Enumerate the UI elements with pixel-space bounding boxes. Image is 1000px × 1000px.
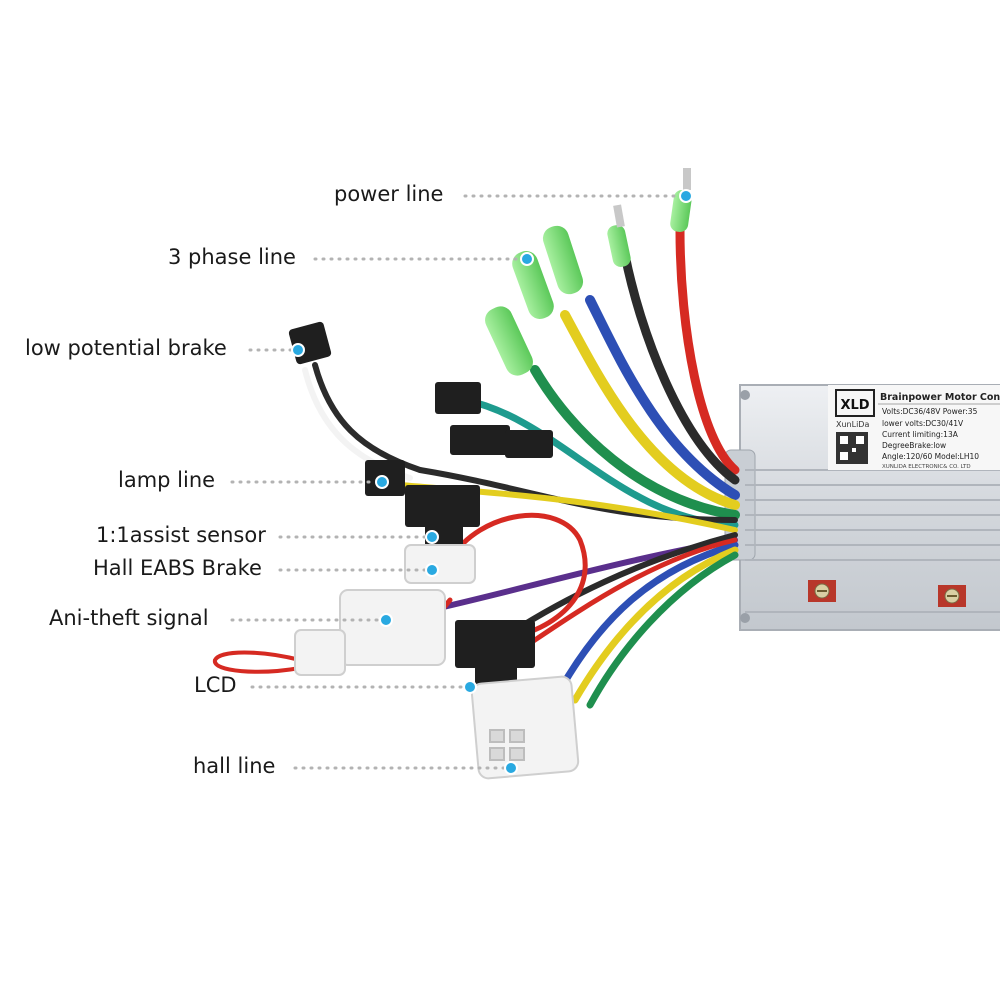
wire-bundle (213, 225, 740, 709)
brand-text: XunLiDa (836, 420, 869, 429)
callout-hall-line: hall line (193, 754, 276, 778)
screw-icon (938, 585, 966, 607)
label-line-3: lower volts:DC30/41V (882, 419, 964, 428)
callout-power-line: power line (334, 182, 444, 206)
label-line-5: DegreeBrake:low (882, 441, 946, 450)
controller-label: XLD XunLiDa Brainpower Motor Cont Volts:… (828, 385, 1000, 470)
callout-hall-eabs-brake: Hall EABS Brake (93, 556, 262, 580)
leader-lines (230, 194, 677, 770)
label-line-6: Angle:120/60 Model:LH10 (882, 452, 979, 461)
callout-3-phase-line: 3 phase line (168, 245, 296, 269)
callout-assist-sensor: 1:1assist sensor (96, 523, 266, 547)
callout-lamp-line: lamp line (118, 468, 216, 492)
screw-icon (808, 580, 836, 602)
logo-text: XLD (840, 398, 869, 413)
label-line-1: Brainpower Motor Cont (880, 392, 1000, 403)
label-line-2: Volts:DC36/48V Power:35 (882, 407, 978, 416)
callout-anti-theft-signal: Ani-theft signal (49, 606, 209, 630)
black-connectors (288, 321, 553, 695)
label-line-4: Current limiting:13A (882, 430, 959, 439)
label-line-7: XUNLIDA ELECTRONIC& CO. LTD (882, 464, 971, 470)
white-connectors (294, 544, 580, 780)
markers (291, 189, 693, 775)
green-sleeves (485, 168, 692, 376)
callout-lcd: LCD (194, 673, 237, 697)
callout-low-potential-brake: low potential brake (25, 336, 227, 360)
